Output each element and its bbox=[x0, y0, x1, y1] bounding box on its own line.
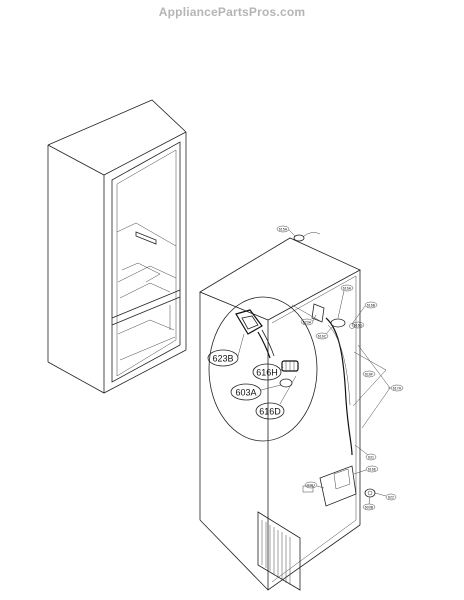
top-wire bbox=[303, 232, 321, 237]
callout-small-low1: 616E bbox=[353, 465, 379, 475]
svg-text:616G: 616G bbox=[354, 323, 363, 327]
connector-623B-inner bbox=[241, 315, 259, 330]
svg-text:616B: 616B bbox=[367, 303, 376, 307]
shelf-line-2 bbox=[117, 265, 177, 283]
refrigerator-rear-view bbox=[199, 232, 391, 591]
svg-text:616F: 616F bbox=[365, 372, 374, 376]
svg-text:616A: 616A bbox=[343, 286, 352, 290]
callout-616H: 616H bbox=[252, 363, 284, 381]
svg-text:616C: 616C bbox=[318, 334, 327, 338]
cabinet-top-face bbox=[199, 237, 361, 321]
svg-text:603A: 603A bbox=[235, 388, 256, 398]
crisper-cover bbox=[121, 262, 161, 283]
lower-bracket bbox=[319, 465, 357, 507]
leader-631 bbox=[354, 444, 369, 456]
cabinet-top-edge bbox=[47, 99, 187, 146]
wire-harness-main bbox=[325, 317, 353, 456]
detail-bubble-outline bbox=[208, 296, 318, 442]
cabinet-liner bbox=[116, 149, 177, 377]
svg-text:615A: 615A bbox=[279, 227, 288, 231]
callout-small-upper3: 623A bbox=[300, 314, 317, 326]
leader-616F bbox=[352, 351, 387, 407]
callout-603A: 603A bbox=[230, 383, 282, 401]
freezer-shelf bbox=[117, 319, 175, 335]
refrigerator-front-view bbox=[47, 99, 187, 394]
bottom-grommet-hole bbox=[367, 490, 373, 496]
svg-text:603B: 603B bbox=[365, 505, 374, 509]
wire-in-bubble bbox=[257, 331, 271, 359]
svg-text:616D: 616D bbox=[259, 407, 281, 417]
callout-small-low3: 622 bbox=[374, 492, 397, 501]
callout-small-right2: 617A bbox=[388, 384, 404, 392]
back-panel bbox=[271, 275, 357, 583]
callout-small-low4: 603B bbox=[362, 496, 376, 511]
callout-small-right1: 616F bbox=[362, 370, 376, 378]
vent-grille bbox=[261, 520, 291, 585]
svg-text:631: 631 bbox=[368, 455, 374, 459]
cabinet-top-front-edge bbox=[47, 131, 187, 176]
callout-small-upper4: 616G bbox=[351, 321, 365, 329]
compressor-cover bbox=[257, 511, 301, 591]
wire-harness-secondary bbox=[327, 324, 351, 406]
site-watermark: AppliancePartsPros.com bbox=[158, 5, 306, 19]
callout-small-upper1: 616A bbox=[337, 284, 354, 319]
callout-small-upper5: 616C bbox=[315, 325, 334, 340]
shelf-line-1 bbox=[116, 222, 177, 247]
crisper-line bbox=[119, 282, 171, 299]
mullion-top bbox=[111, 289, 181, 319]
svg-text:617A: 617A bbox=[393, 386, 402, 390]
shelf-rail bbox=[135, 231, 157, 245]
callout-623B: 623B bbox=[207, 333, 245, 367]
svg-text:616J: 616J bbox=[307, 483, 315, 487]
svg-text:623A: 623A bbox=[303, 320, 312, 324]
cabinet-bottom bbox=[199, 519, 361, 591]
callout-small-top: 615A bbox=[276, 225, 296, 237]
connector-623B-icon bbox=[235, 309, 263, 335]
leader-617A bbox=[357, 344, 391, 429]
svg-text:616H: 616H bbox=[256, 368, 278, 378]
small-callouts: 615A 616A 616B 623A 616G 616C bbox=[276, 225, 404, 511]
callout-small-upper2: 616B bbox=[351, 301, 378, 325]
wire-in-bubble-2 bbox=[261, 329, 275, 357]
cabinet-opening bbox=[111, 141, 181, 383]
callout-616D: 616D bbox=[255, 375, 297, 420]
detail-leader-line bbox=[291, 304, 323, 323]
detail-bubble: 623B 616H 603A 616D bbox=[207, 296, 323, 442]
lower-clip-icon bbox=[302, 485, 314, 493]
freezer-basket bbox=[119, 336, 176, 361]
upper-screw-icon bbox=[349, 323, 355, 329]
svg-text:616E: 616E bbox=[368, 467, 377, 471]
lower-bracket-inner bbox=[333, 468, 351, 490]
svg-text:623B: 623B bbox=[212, 354, 233, 364]
bottom-grommet-icon bbox=[364, 488, 376, 498]
mullion-bottom bbox=[111, 296, 181, 326]
top-cap-icon bbox=[293, 234, 305, 242]
callout-small-low2: 616J bbox=[304, 481, 325, 489]
upper-clamp-icon bbox=[330, 318, 346, 328]
svg-text:622: 622 bbox=[388, 495, 394, 499]
cabinet-bottom-edge bbox=[47, 349, 187, 394]
callout-small-mid: 631 bbox=[365, 453, 377, 461]
